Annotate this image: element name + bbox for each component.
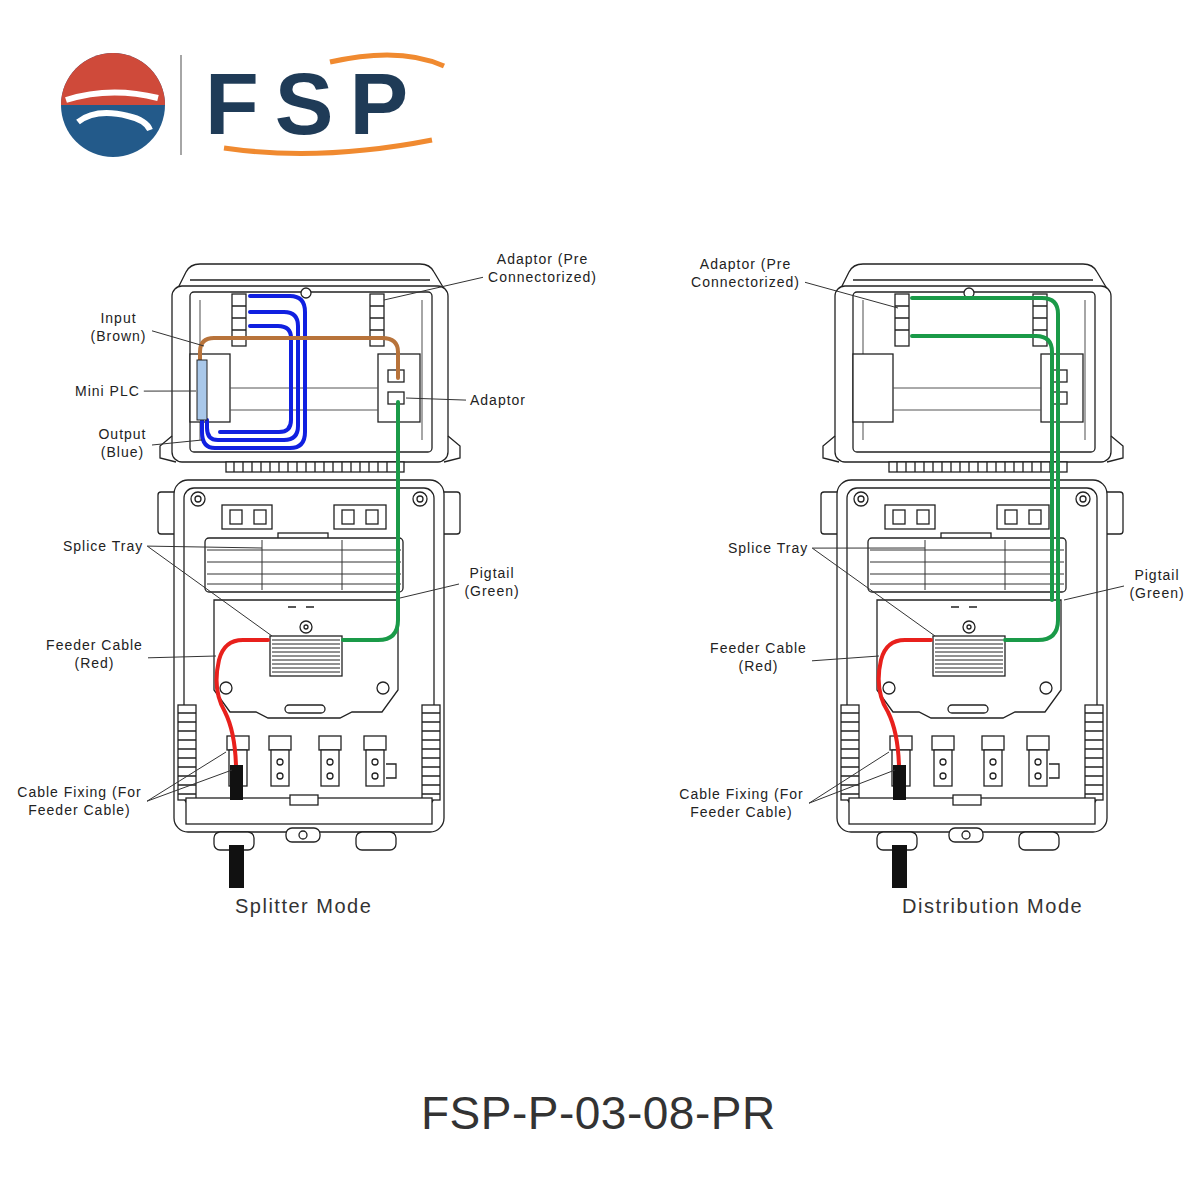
company-logo: [61, 53, 444, 157]
path-part: [912, 336, 1052, 600]
leader-line: [406, 398, 466, 400]
callout-label: Output (Blue): [97, 425, 148, 461]
path-part: [343, 402, 398, 640]
callout-label: Feeder Cable (Red): [709, 639, 808, 675]
leader-line: [805, 282, 898, 308]
callout-label: Cable Fixing (For Feeder Cable): [678, 785, 805, 821]
path-part: [78, 113, 150, 130]
logo-text: FSP: [205, 60, 424, 148]
mode-title: Splitter Mode: [235, 893, 372, 919]
path-part: [200, 338, 398, 380]
callout-label: Mini PLC: [75, 382, 140, 400]
callout-label: Splice Tray: [728, 539, 808, 557]
circle-part: [61, 53, 165, 157]
leader-line: [809, 770, 895, 803]
callout-label: Adaptor (Pre Connectorized): [487, 250, 598, 286]
model-caption: FSP-P-03-08-PR: [421, 1088, 776, 1139]
path-part: [66, 92, 158, 100]
path-part: [180, 55, 182, 155]
leader-line: [147, 546, 262, 548]
callout-label: Cable Fixing (For Feeder Cable): [16, 783, 143, 819]
leader-line: [147, 770, 232, 801]
leader-line: [152, 331, 204, 346]
enclosure-distribution: [821, 264, 1123, 850]
path-part: [207, 312, 298, 440]
leader-line: [144, 391, 196, 392]
distribution-wiring: [879, 298, 1058, 766]
mode-title: Distribution Mode: [902, 893, 1083, 919]
leader-line: [148, 656, 216, 658]
path-part: [220, 326, 291, 432]
mini-plc: [197, 360, 207, 420]
callout-label: Feeder Cable (Red): [45, 636, 144, 672]
path-part: [217, 640, 268, 766]
path-part: [912, 298, 1058, 640]
path-part: [61, 53, 165, 105]
enclosure-splitter: [158, 264, 460, 850]
leader-line: [147, 546, 272, 636]
leader-line: [1064, 586, 1124, 600]
leader-line: [812, 548, 935, 636]
leader-line: [400, 584, 459, 598]
callout-label: Splice Tray: [63, 537, 143, 555]
callout-label: Adaptor: [470, 391, 526, 409]
leader-line: [812, 656, 879, 661]
callout-label: Input (Brown): [89, 309, 148, 345]
callout-label: Pigtail (Green): [1128, 566, 1186, 602]
feeder-cable: [229, 845, 244, 888]
leader-line: [152, 440, 202, 445]
feeder-cable: [892, 845, 907, 888]
path-part: [202, 296, 305, 448]
path-part: [879, 640, 931, 766]
leader-line: [812, 548, 925, 549]
leader-line: [809, 752, 889, 803]
callout-label: Adaptor (Pre Connectorized): [690, 255, 801, 291]
callout-label: Pigtail (Green): [463, 564, 521, 600]
splitter-wiring: [200, 296, 398, 766]
leader-line: [384, 277, 483, 300]
